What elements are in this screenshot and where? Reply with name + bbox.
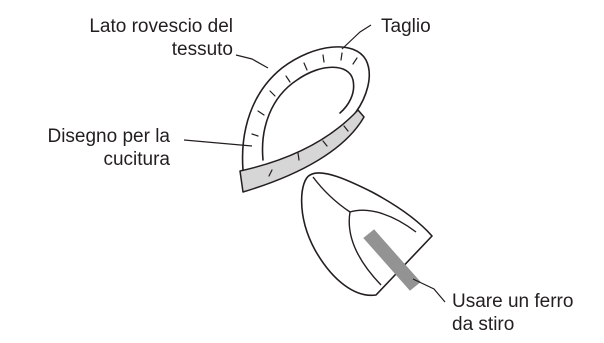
leader-iron <box>412 278 446 303</box>
label-fabric-back: Lato rovescio del tessuto <box>89 15 233 61</box>
fabric-loop-inner <box>261 66 355 161</box>
label-cut: Taglio <box>381 15 431 38</box>
label-sewing-pattern-line2: cucitura <box>103 149 170 170</box>
fabric-loop-outer <box>241 46 371 171</box>
label-fabric-back-line1: Lato rovescio del <box>89 16 233 37</box>
cut-marks <box>251 52 358 137</box>
leader-cut <box>341 24 372 50</box>
leader-fabric-back <box>235 54 269 69</box>
leader-lines <box>183 24 446 303</box>
label-iron-line1: Usare un ferro <box>452 291 574 312</box>
label-sewing-pattern: Disegno per la cucitura <box>47 125 170 171</box>
iron-inner-contour <box>312 176 382 286</box>
label-cut-line1: Taglio <box>381 16 431 37</box>
pattern-marks <box>268 125 349 177</box>
iron-sole <box>363 229 421 291</box>
iron-handle-line <box>349 209 417 233</box>
label-fabric-back-line2: tessuto <box>171 39 233 60</box>
label-iron-line2: da stiro <box>452 314 515 335</box>
leader-sewing-pattern <box>183 139 253 147</box>
label-iron: Usare un ferro da stiro <box>452 290 573 336</box>
label-sewing-pattern-line1: Disegno per la <box>47 126 170 147</box>
